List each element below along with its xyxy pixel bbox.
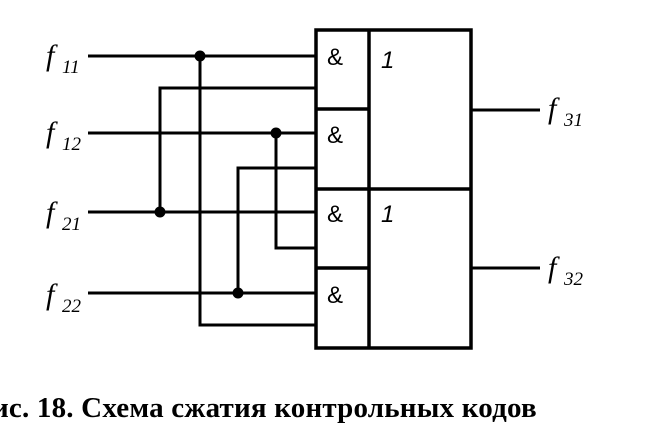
and-gate-2-symbol: & bbox=[327, 122, 343, 149]
or-gate-1-symbol: 1 bbox=[381, 47, 394, 74]
input-label-f11: f 11 bbox=[46, 39, 80, 78]
input-subscript: 21 bbox=[62, 214, 81, 235]
input-subscript: 11 bbox=[62, 57, 80, 78]
input-label-f21: f 21 bbox=[46, 196, 81, 235]
and-gate-1-symbol: & bbox=[327, 44, 343, 71]
input-label-f22: f 22 bbox=[46, 278, 82, 317]
or-gate-2-symbol: 1 bbox=[381, 201, 394, 228]
output-subscript: 32 bbox=[563, 269, 584, 290]
input-letter: f bbox=[46, 39, 58, 72]
input-subscript: 12 bbox=[62, 134, 82, 155]
wire-branch-f12 bbox=[274, 133, 316, 250]
junction-dot-f12 bbox=[270, 127, 282, 139]
wire-branch-f21 bbox=[158, 86, 316, 212]
junction-dot-f22 bbox=[232, 287, 244, 299]
and-gate-3-symbol: & bbox=[327, 201, 343, 228]
junction-dot-f11 bbox=[194, 50, 206, 62]
input-letter: f bbox=[46, 116, 58, 149]
wire-branch-f11 bbox=[198, 56, 316, 327]
and-gate-4-symbol: & bbox=[327, 282, 343, 309]
input-letter: f bbox=[46, 278, 58, 311]
output-label-f32: f 32 bbox=[548, 251, 584, 290]
junction-dot-f21 bbox=[154, 206, 166, 218]
input-label-f12: f 12 bbox=[46, 116, 82, 155]
input-subscript: 22 bbox=[62, 296, 82, 317]
output-subscript: 31 bbox=[563, 110, 583, 131]
wire-branch-f22 bbox=[236, 166, 316, 293]
output-letter: f bbox=[548, 92, 560, 125]
input-letter: f bbox=[46, 196, 58, 229]
output-label-f31: f 31 bbox=[548, 92, 583, 131]
figure-caption: ис. 18. Схема сжатия контрольных кодов bbox=[0, 392, 537, 424]
output-letter: f bbox=[548, 251, 560, 284]
